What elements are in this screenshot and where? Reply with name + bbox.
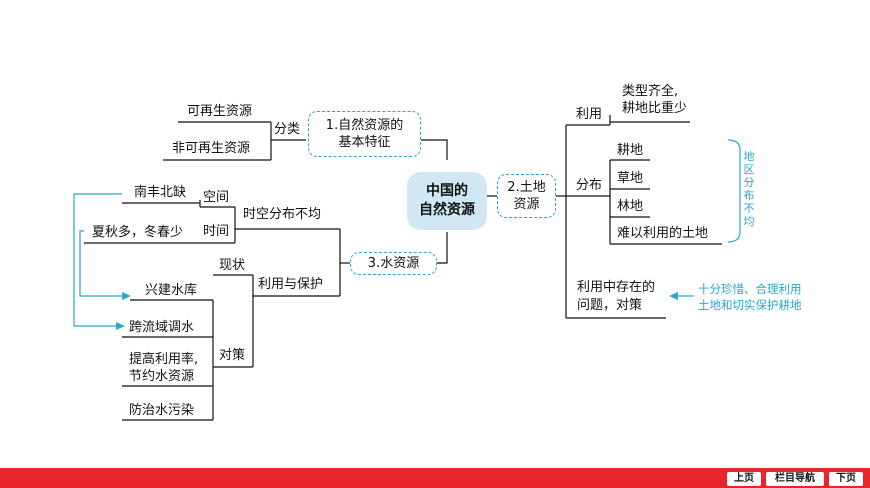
core-line-1: 中国的 [426,183,468,199]
time-value: 夏秋多，冬春少 [92,225,184,240]
renewable-item: 可再生资源 [187,104,253,119]
nonrenewable-item: 非可再生资源 [172,141,251,156]
space-value: 南丰北缺 [134,185,187,200]
land-use-desc-2: 耕地比重少 [622,101,688,116]
land-type-grassland: 草地 [617,171,644,186]
measure-efficiency-1: 提高利用率, [129,352,199,367]
natural-features-box: 1.自然资源的 基本特征 [308,111,421,157]
bottom-bar [0,468,870,488]
land-use-desc-1: 类型齐全, [622,84,679,99]
core-line-2: 自然资源 [419,202,475,218]
land-use-label: 利用 [576,107,603,122]
water-measures-label: 对策 [219,348,246,363]
land-type-unusable: 难以利用的土地 [617,226,709,241]
measure-pollution: 防治水污染 [129,403,195,418]
measure-efficiency-2: 节约水资源 [129,369,195,384]
land-problem-line-1: 利用中存在的 [577,280,656,295]
water-usage-label: 利用与保护 [258,277,324,292]
land-type-forest: 林地 [617,199,644,214]
water-status-label: 现状 [219,258,246,273]
measure-water-transfer: 跨流域调水 [129,320,195,335]
natural-features-line-2: 基本特征 [338,135,391,150]
classification-label: 分类 [274,122,301,137]
time-label: 时间 [203,224,230,239]
land-type-cropland: 耕地 [617,143,644,158]
land-distribution-label: 分布 [576,178,603,193]
water-box-label: 3.水资源 [367,256,420,271]
land-policy-line-2: 土地和切实保护耕地 [698,298,802,312]
menu-nav-button[interactable]: 栏目导航 [766,472,824,486]
next-page-button[interactable]: 下页 [829,472,863,486]
water-resources-box: 3.水资源 [350,252,437,275]
measure-reservoir: 兴建水库 [145,283,198,298]
land-problem-line-2: 问题，对策 [577,298,643,313]
natural-features-line-1: 1.自然资源的 [325,118,404,133]
distribution-uneven-note: 地区分布不均 [743,150,755,228]
space-label: 空间 [203,190,230,205]
core-node: 中国的 自然资源 [407,172,487,230]
water-distribution-label: 时空分布不均 [243,207,322,222]
land-resources-box: 2.土地 资源 [497,174,556,218]
land-policy-line-1: 十分珍惜、合理利用 [698,282,802,296]
prev-page-button[interactable]: 上页 [727,472,761,486]
land-box-line-1: 2.土地 [507,180,546,195]
land-box-line-2: 资源 [513,197,540,212]
